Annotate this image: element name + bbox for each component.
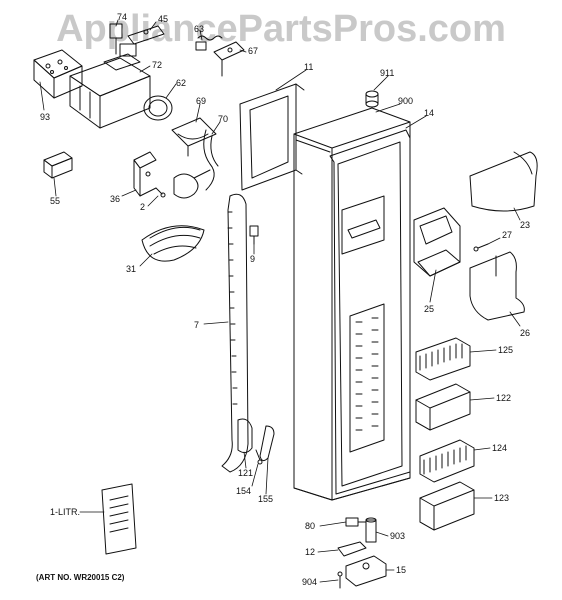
- door-shelf-rails: [349, 303, 385, 453]
- callout-36: 36: [110, 194, 121, 204]
- literature-1-litr: [101, 483, 137, 555]
- watermark-text: AppliancePartsPros.com: [56, 8, 506, 50]
- callout-155: 155: [258, 494, 274, 504]
- callout-80: 80: [305, 521, 316, 531]
- motor-74: [109, 23, 123, 55]
- screw-27: [473, 243, 489, 252]
- callout-70: 70: [218, 114, 229, 124]
- callout-63: 63: [194, 24, 205, 34]
- dispenser-recess: [341, 195, 385, 255]
- hinge-bracket-15: [345, 555, 387, 587]
- dispenser-bin-25: [413, 207, 461, 277]
- grille-31: [141, 225, 205, 262]
- callout-11: 11: [304, 62, 314, 72]
- plug-911: [365, 90, 379, 108]
- callout-1-litr: 1-LITR.: [50, 507, 81, 517]
- solenoid-67: [213, 41, 245, 77]
- actuator-36: [133, 151, 157, 197]
- leader-lines: [39, 19, 521, 583]
- bin-26: [469, 251, 525, 321]
- auger-housing-72: [69, 43, 151, 129]
- trim-23: [469, 151, 538, 212]
- callout-900: 900: [398, 96, 414, 106]
- callout-31: 31: [126, 264, 137, 274]
- spring-63: [195, 35, 223, 51]
- callout-7: 7: [194, 320, 200, 330]
- shelf-125: [415, 337, 471, 381]
- screw-154: [255, 449, 263, 465]
- callout-25: 25: [424, 304, 435, 314]
- hinge-pin-80: [345, 517, 367, 527]
- screw-2: [155, 187, 166, 198]
- callout-154: 154: [236, 486, 252, 496]
- hinge-12: [337, 541, 367, 557]
- callout-2: 2: [140, 202, 146, 212]
- handle-cap-121: [237, 418, 253, 454]
- screw-9: [249, 225, 259, 245]
- bin-123: [419, 481, 475, 531]
- callout-72: 72: [152, 60, 163, 70]
- callout-15: 15: [396, 565, 407, 575]
- callout-55: 55: [50, 196, 61, 206]
- dispenser-housing-93: [33, 49, 83, 99]
- callout-911: 911: [380, 68, 395, 78]
- callout-62: 62: [176, 78, 187, 88]
- bracket-45: [127, 25, 165, 45]
- callout-124: 124: [492, 443, 508, 453]
- art-number: (ART NO. WR20015 C2): [36, 573, 125, 582]
- callout-123: 123: [494, 493, 510, 503]
- screw-904: [337, 571, 343, 589]
- heater-70: [203, 129, 219, 191]
- callout-74: 74: [117, 12, 128, 22]
- dispenser-cover-11: [239, 83, 305, 191]
- callout-121: 121: [238, 468, 254, 478]
- callout-904: 904: [302, 577, 318, 587]
- callout-125: 125: [498, 345, 514, 355]
- recess-insert-69: [171, 117, 217, 157]
- bin-122: [415, 383, 471, 431]
- trim-155: [259, 425, 275, 462]
- door-gasket-14: [329, 129, 411, 495]
- handle-7: [221, 193, 249, 473]
- door-900: [293, 107, 411, 501]
- callout-23: 23: [520, 220, 531, 230]
- paddle-harness: [173, 169, 211, 199]
- callout-122: 122: [496, 393, 512, 403]
- callout-67: 67: [248, 46, 259, 56]
- bushing-903: [365, 517, 377, 543]
- duct-door-62: [143, 95, 173, 121]
- callout-27: 27: [502, 230, 513, 240]
- switch-55: [43, 151, 73, 179]
- callout-45: 45: [158, 14, 169, 24]
- callout-69: 69: [196, 96, 207, 106]
- callout-9: 9: [250, 254, 256, 264]
- callout-903: 903: [390, 531, 406, 541]
- callout-14: 14: [424, 108, 435, 118]
- callout-26: 26: [520, 328, 531, 338]
- shelf-124: [419, 439, 475, 483]
- callout-12: 12: [305, 547, 316, 557]
- callout-93: 93: [40, 112, 51, 122]
